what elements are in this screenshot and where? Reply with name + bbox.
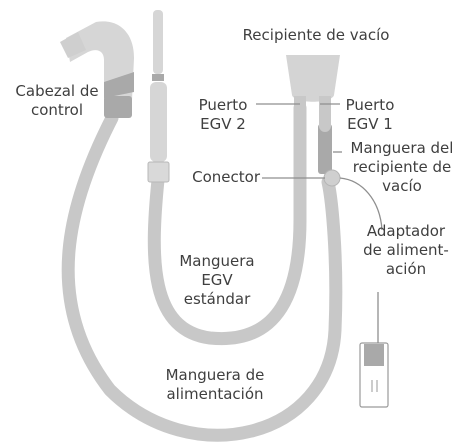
- label-vacuum-container-hose-line1: Manguera del: [350, 139, 454, 157]
- probe-tip: [153, 10, 163, 74]
- label-vacuum-container-text: Recipiente de vacío: [242, 26, 390, 44]
- label-power-hose-line1: Manguera de: [165, 366, 265, 384]
- label-power-adapter-line1: Adaptador: [366, 222, 446, 240]
- label-power-hose-line2: alimentación: [166, 385, 264, 403]
- connector: [323, 169, 341, 187]
- label-control-head-line1: Cabezal de: [15, 82, 99, 100]
- label-egv2-port-line2: EGV 2: [200, 115, 246, 133]
- label-connector: Conector: [180, 168, 260, 187]
- label-power-adapter-line3: ación: [385, 260, 427, 278]
- leader-lines: [256, 103, 383, 343]
- label-power-adapter-line2: de aliment-: [363, 241, 449, 259]
- label-standard-egv-hose: Manguera EGV estándar: [172, 252, 262, 309]
- vacuum-container: [286, 55, 340, 102]
- label-control-head-line2: control: [31, 101, 83, 119]
- label-power-adapter: Adaptador de aliment- ación: [356, 222, 456, 279]
- label-standard-egv-hose-line3: estándar: [183, 290, 251, 308]
- label-vacuum-container: Recipiente de vacío: [224, 26, 408, 45]
- power-adapter: [359, 342, 389, 408]
- label-vacuum-container-hose-line2: recipiente de: [352, 158, 452, 176]
- label-vacuum-container-hose: Manguera del recipiente de vacío: [342, 139, 462, 196]
- label-egv1-port-line2: EGV 1: [347, 115, 393, 133]
- control-head: [60, 21, 134, 118]
- label-vacuum-container-hose-line3: vacío: [382, 177, 422, 195]
- standard-egv-hose: [147, 101, 307, 346]
- label-egv1-port-line1: Puerto: [345, 96, 395, 114]
- label-power-hose: Manguera de alimentación: [150, 366, 280, 404]
- label-egv2-port: Puerto EGV 2: [190, 96, 256, 134]
- power-hose: [61, 111, 343, 442]
- probe-handle: [150, 82, 167, 162]
- label-connector-text: Conector: [192, 168, 260, 186]
- label-standard-egv-hose-line2: EGV: [201, 271, 233, 289]
- label-egv2-port-line1: Puerto: [198, 96, 248, 114]
- label-egv1-port: Puerto EGV 1: [340, 96, 400, 134]
- label-control-head: Cabezal de control: [4, 82, 110, 120]
- label-standard-egv-hose-line1: Manguera: [179, 252, 255, 270]
- vacuum-container-hose-segment: [318, 124, 332, 174]
